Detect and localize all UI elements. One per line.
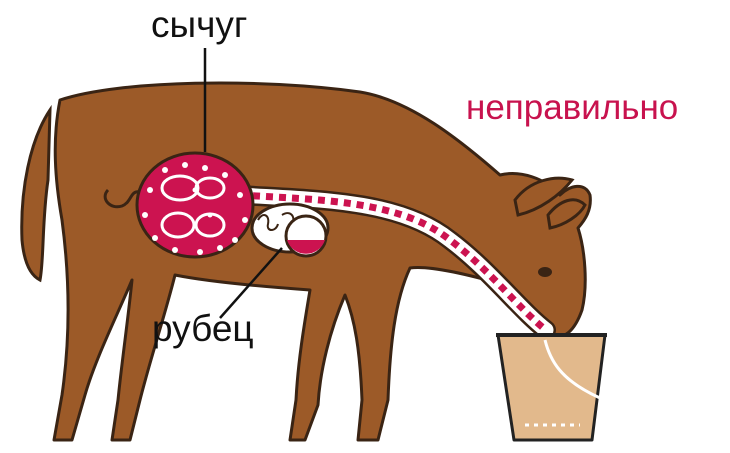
bucket-icon bbox=[498, 335, 605, 440]
verdict-label: неправильно bbox=[466, 90, 678, 125]
calf-eye bbox=[538, 267, 552, 277]
calf-tail bbox=[22, 110, 50, 280]
abomasum-label: сычуг bbox=[151, 6, 247, 43]
rumen-label: рубец bbox=[152, 310, 254, 347]
